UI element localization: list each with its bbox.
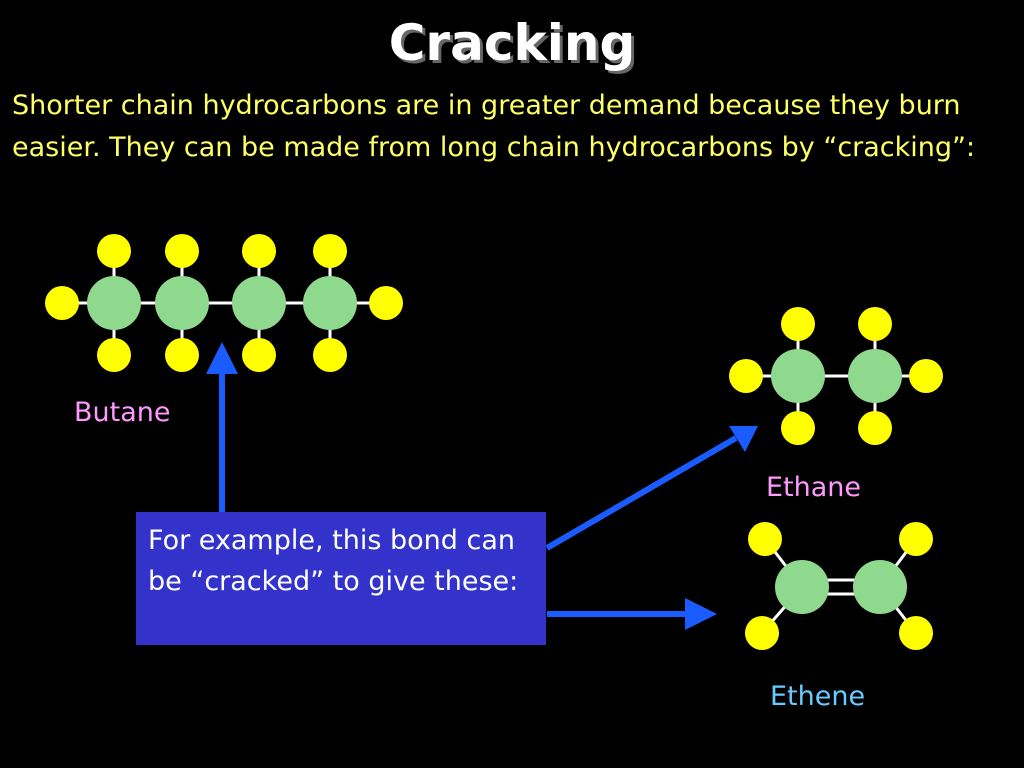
hydrogen-atom <box>242 234 276 268</box>
callout-box: For example, this bond can be “cracked” … <box>136 512 546 645</box>
hydrogen-atom <box>899 522 933 556</box>
butane-hydrogens <box>45 234 403 372</box>
carbon-atom <box>848 349 902 403</box>
hydrogen-atom <box>899 616 933 650</box>
carbon-atom <box>303 276 357 330</box>
hydrogen-atom <box>909 359 943 393</box>
butane-carbons <box>87 276 357 330</box>
ethane-hydrogens <box>729 307 943 445</box>
ethene-label: Ethene <box>770 681 866 712</box>
butane-label: Butane <box>74 397 171 428</box>
hydrogen-atom <box>748 522 782 556</box>
hydrogen-atom <box>165 234 199 268</box>
hydrogen-atom <box>729 359 763 393</box>
hydrogen-atom <box>97 234 131 268</box>
carbon-atom <box>155 276 209 330</box>
ethene-hydrogens <box>745 522 933 650</box>
hydrogen-atom <box>313 234 347 268</box>
intro-text: Shorter chain hydrocarbons are in greate… <box>12 90 976 163</box>
hydrogen-atom <box>242 338 276 372</box>
hydrogen-atom <box>781 307 815 341</box>
carbon-atom <box>775 560 829 614</box>
arrow-to-ethene <box>547 598 717 630</box>
hydrogen-atom <box>97 338 131 372</box>
hydrogen-atom <box>165 338 199 372</box>
carbon-atom <box>87 276 141 330</box>
ethane-molecule <box>729 307 943 445</box>
carbon-atom <box>771 349 825 403</box>
hydrogen-atom <box>45 286 79 320</box>
arrows <box>206 342 758 630</box>
carbon-atom <box>232 276 286 330</box>
ethane-label: Ethane <box>766 472 862 503</box>
arrow-to-ethane <box>545 426 758 551</box>
carbon-atom <box>853 560 907 614</box>
arrow-to-bond <box>206 342 238 512</box>
callout-text: For example, this bond can be “cracked” … <box>148 525 519 597</box>
hydrogen-atom <box>313 338 347 372</box>
slide-title: Cracking <box>388 14 636 72</box>
hydrogen-atom <box>858 411 892 445</box>
hydrogen-atom <box>858 307 892 341</box>
ethane-carbons <box>771 349 902 403</box>
hydrogen-atom <box>745 616 779 650</box>
hydrogen-atom <box>781 411 815 445</box>
hydrogen-atom <box>369 286 403 320</box>
ethene-carbons <box>775 560 907 614</box>
butane-molecule <box>45 234 403 372</box>
ethene-molecule <box>745 522 933 650</box>
